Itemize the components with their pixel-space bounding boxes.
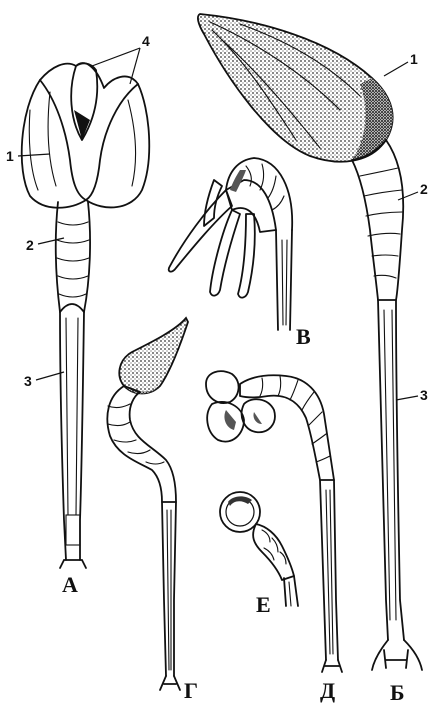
figure-v-stalk bbox=[276, 230, 292, 330]
b-label-1: 1 bbox=[410, 51, 418, 67]
b-label-2: 2 bbox=[420, 181, 428, 197]
figure-a-neck bbox=[56, 202, 90, 312]
figure-v-bent-neck bbox=[226, 158, 292, 232]
figure-g-neck bbox=[107, 386, 176, 502]
figure-d-petals bbox=[206, 371, 275, 441]
figure-e-ring bbox=[220, 492, 260, 532]
figure-g-head bbox=[119, 318, 188, 394]
figure-v-caption: В bbox=[296, 324, 311, 349]
figure-a-caption: А bbox=[62, 572, 78, 597]
figure-b-neck bbox=[352, 140, 403, 300]
figure-d-stalk bbox=[320, 480, 342, 672]
a-label-1: 1 bbox=[6, 148, 14, 164]
a-leader-4b bbox=[130, 48, 140, 84]
a-label-4: 4 bbox=[142, 33, 150, 49]
figure-e-neck bbox=[253, 524, 294, 580]
figure-v: В bbox=[169, 158, 311, 349]
figure-a: 1 2 3 4 А bbox=[6, 33, 150, 597]
figure-g: Г bbox=[107, 318, 198, 703]
b-leader-3 bbox=[396, 396, 418, 400]
figure-e-caption: Е bbox=[256, 592, 271, 617]
figure-d-neck bbox=[240, 375, 334, 480]
a-label-3: 3 bbox=[24, 373, 32, 389]
figure-d-caption: Д bbox=[320, 678, 335, 703]
figure-e-stalk bbox=[284, 576, 298, 606]
figure-e: Е bbox=[220, 492, 298, 617]
figure-g-caption: Г bbox=[184, 678, 198, 703]
figure-b-stalk bbox=[372, 300, 422, 670]
figure-b-head bbox=[198, 14, 393, 162]
figure-v-prongs bbox=[169, 180, 255, 298]
figure-g-stalk bbox=[160, 502, 180, 690]
figure-a-head bbox=[22, 63, 150, 208]
figure-d: Д bbox=[206, 371, 342, 703]
b-leader-1 bbox=[384, 62, 408, 76]
b-leader-2 bbox=[398, 192, 418, 200]
a-leader-1 bbox=[18, 154, 50, 156]
figure-b: 1 2 3 Б bbox=[198, 14, 428, 704]
a-leader-4a bbox=[92, 48, 140, 66]
a-label-2: 2 bbox=[26, 237, 34, 253]
figure-b-caption: Б bbox=[390, 680, 405, 704]
figure-a-stalk bbox=[60, 304, 86, 568]
b-label-3: 3 bbox=[420, 387, 428, 403]
